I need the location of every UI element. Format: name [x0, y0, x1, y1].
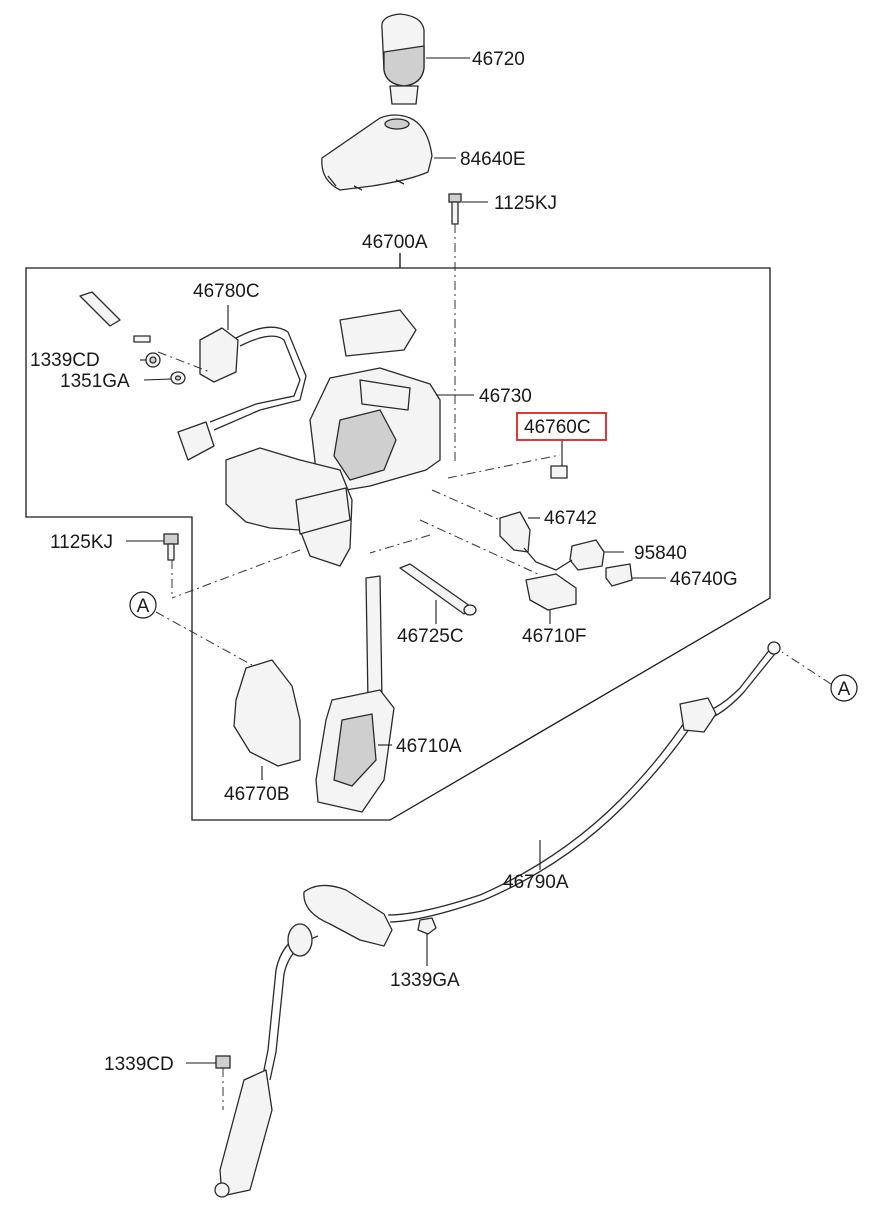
label-46710F: 46710F: [522, 626, 586, 647]
label-46700A: 46700A: [362, 232, 428, 253]
switch-95840: [523, 539, 605, 571]
label-1339CD-top: 1339CD: [30, 350, 100, 371]
ref-a-left-circle: [129, 591, 157, 619]
wiring-harness: [79, 291, 307, 461]
bracket-46742: [499, 511, 531, 553]
label-46742: 46742: [544, 508, 597, 529]
bolt-left: [163, 533, 179, 561]
shift-lever-housing: [225, 309, 441, 567]
label-46720: 46720: [472, 49, 525, 70]
bracket-46770B: [233, 659, 301, 767]
label-46710A: 46710A: [396, 736, 462, 757]
pin-46725C: [399, 563, 477, 616]
bolt-top: [448, 193, 462, 225]
label-1125KJ-top: 1125KJ: [494, 193, 557, 214]
shift-cable: [214, 641, 781, 1198]
shift-knob: [381, 13, 425, 105]
assembly-frame: [25, 253, 771, 821]
label-95840: 95840: [634, 543, 687, 564]
block-46710F: [525, 573, 577, 611]
nut-1339CD: [145, 352, 161, 368]
label-1339CD-bottom: 1339CD: [104, 1054, 174, 1075]
label-46790A: 46790A: [503, 872, 569, 893]
nut-1339GA: [417, 917, 437, 935]
label-46730: 46730: [479, 386, 532, 407]
label-46760C: 46760C: [524, 417, 591, 438]
ref-a-right-circle: [830, 674, 858, 702]
label-1339GA: 1339GA: [390, 970, 460, 991]
indicator-cover: [321, 114, 433, 191]
ref-a-left-label: A: [137, 596, 150, 617]
label-46780C: 46780C: [193, 281, 260, 302]
nut-1339CD-bottom: [215, 1055, 231, 1069]
highlight-box: [516, 412, 607, 441]
label-1351GA: 1351GA: [60, 371, 130, 392]
label-46725C: 46725C: [397, 626, 464, 647]
shift-lever-46710A: [315, 575, 395, 813]
label-84640E: 84640E: [460, 149, 526, 170]
clip-46760C: [550, 465, 568, 479]
washer-1351GA: [170, 371, 186, 385]
label-46740G: 46740G: [670, 569, 738, 590]
label-1125KJ-left: 1125KJ: [50, 532, 113, 553]
clip-46740G: [605, 563, 633, 587]
ref-a-right-label: A: [838, 679, 851, 700]
label-46770B: 46770B: [224, 784, 290, 805]
